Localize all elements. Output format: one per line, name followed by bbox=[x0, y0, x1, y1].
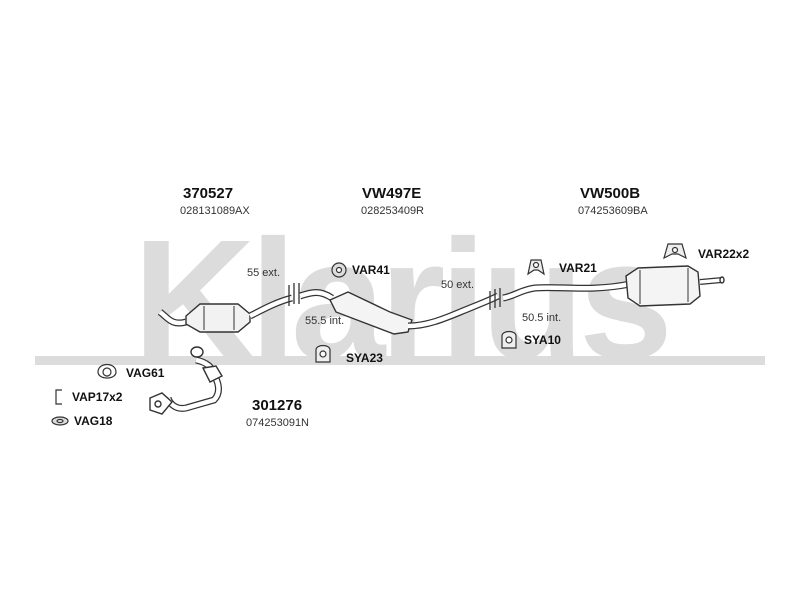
oem-number: 028253409R bbox=[361, 205, 425, 217]
sya10-icon bbox=[501, 330, 517, 349]
joint-1 bbox=[288, 283, 300, 306]
accessory-label: VAR22x2 bbox=[698, 247, 750, 261]
catalytic-converter-370527 bbox=[157, 294, 293, 333]
part-number: 301276 bbox=[252, 397, 303, 414]
part-number: VW497E bbox=[362, 185, 422, 202]
var22-icon bbox=[663, 243, 687, 260]
oem-number: 074253091N bbox=[246, 417, 310, 429]
accessory-label: VAG18 bbox=[74, 414, 113, 428]
dimension-label: 50 ext. bbox=[441, 279, 475, 291]
joint-2 bbox=[489, 288, 501, 310]
accessory-label: SYA10 bbox=[524, 333, 561, 347]
oem-number: 028131089AX bbox=[180, 205, 250, 217]
var41-icon bbox=[331, 262, 347, 278]
accessory-label: SYA23 bbox=[346, 351, 383, 365]
dimension-label: 55.5 int. bbox=[305, 315, 345, 327]
vap17-icon bbox=[55, 389, 62, 405]
front-pipe-301276 bbox=[149, 346, 223, 415]
watermark-logo: Klarius bbox=[35, 205, 765, 395]
part-number: VW500B bbox=[580, 185, 641, 202]
accessory-label: VAR41 bbox=[352, 263, 390, 277]
vag18-icon bbox=[51, 416, 69, 426]
rear-silencer-VW500B bbox=[502, 265, 725, 307]
var21-icon bbox=[527, 259, 545, 276]
dimension-label: 50.5 int. bbox=[522, 312, 562, 324]
sya23-icon bbox=[315, 344, 331, 363]
dimension-label: 55 ext. bbox=[247, 267, 281, 279]
accessory-label: VAR21 bbox=[559, 261, 597, 275]
part-number: 370527 bbox=[183, 185, 234, 202]
accessory-label: VAP17x2 bbox=[72, 390, 123, 404]
oem-number: 074253609BA bbox=[578, 205, 648, 217]
accessory-label: VAG61 bbox=[126, 366, 165, 380]
vag61-icon bbox=[97, 363, 117, 379]
